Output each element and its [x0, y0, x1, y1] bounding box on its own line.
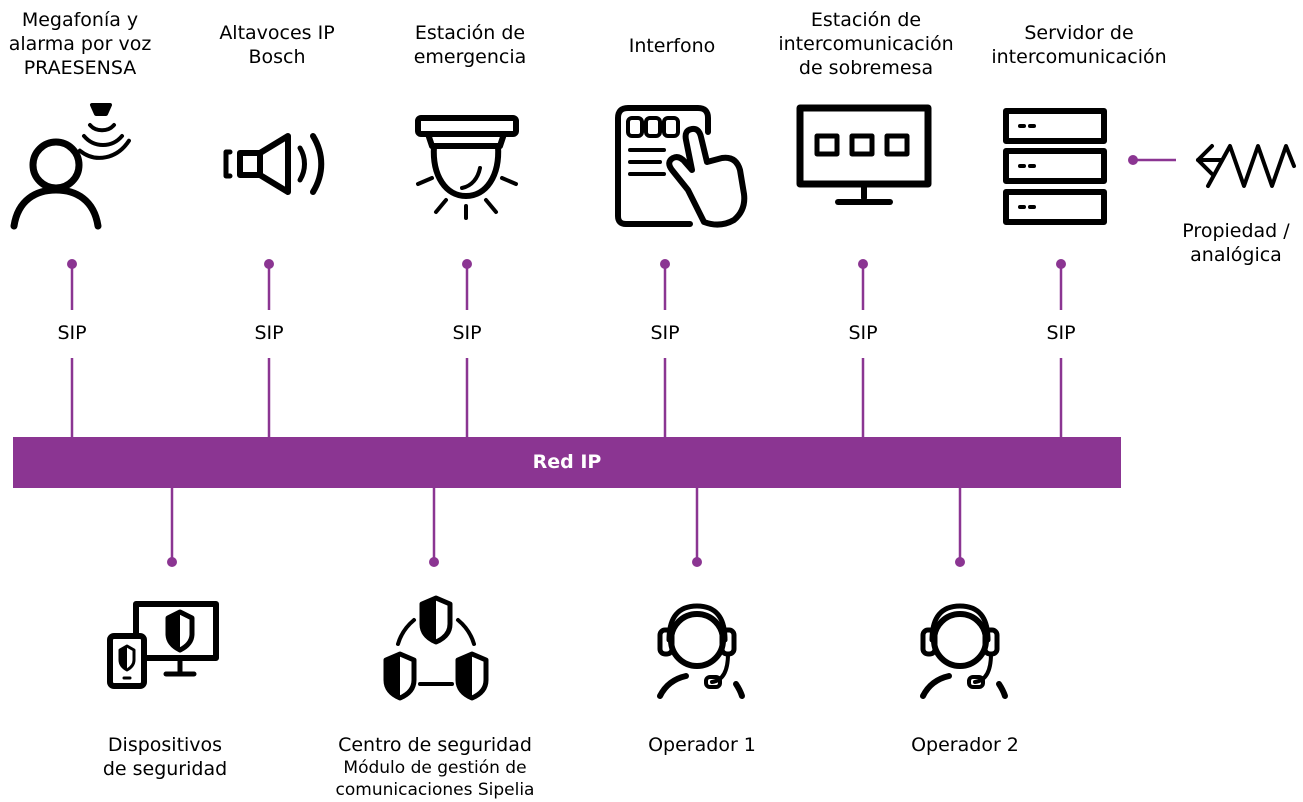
connector-top-3 [462, 259, 472, 437]
endpoint-label-line: Centro de seguridad [338, 734, 532, 756]
connector-bottom-4 [955, 488, 965, 567]
legacy-label: Propiedad / analógica [1182, 219, 1289, 267]
device-label-line: Estación de [810, 9, 922, 31]
device-label-intercom-server: Servidor de intercomunicación [991, 21, 1166, 69]
endpoint-label-operator-2: Operador 2 [911, 733, 1019, 757]
device-label-line: alarma por voz [8, 33, 152, 55]
device-label-praesensa: Megafonía y alarma por voz PRAESENSA [9, 8, 152, 80]
device-label-line: intercomunicación [778, 33, 954, 55]
ip-network-bar: Red IP [13, 437, 1121, 488]
connector-bottom-2 [429, 488, 439, 567]
endpoint-sublabel-line: Módulo de gestión de [343, 758, 527, 778]
connector-bottom-1 [167, 488, 177, 567]
device-label-line: Bosch [248, 46, 306, 68]
device-label-line: Servidor de [1024, 22, 1134, 44]
connector-top-5 [858, 259, 868, 437]
device-label-intercom: Interfono [629, 34, 716, 58]
endpoint-label-line: de seguridad [102, 758, 228, 780]
device-label-line: intercomunicación [991, 46, 1167, 68]
legacy-label-line: Propiedad / [1182, 220, 1290, 242]
endpoint-label-security-devices: Dispositivos de seguridad [103, 733, 227, 781]
endpoint-sublabel-line: comunicaciones Sipelia [335, 780, 535, 800]
sip-label: SIP [648, 322, 682, 344]
device-label-line: de sobremesa [798, 57, 934, 79]
connector-top-2 [264, 259, 274, 437]
device-label-line: Megafonía y [21, 9, 139, 31]
device-label-line: Estación de [414, 22, 526, 44]
connector-bottom-3 [692, 488, 702, 567]
sip-label: SIP [450, 322, 484, 344]
device-label-line: PRAESENSA [23, 57, 137, 79]
connector-top-1 [67, 259, 77, 437]
sip-label: SIP [846, 322, 880, 344]
legacy-label-line: analógica [1190, 244, 1282, 266]
endpoint-label-line: Dispositivos [107, 734, 223, 756]
device-label-ip-speakers: Altavoces IP Bosch [219, 21, 334, 69]
endpoint-label-operator-1: Operador 1 [648, 733, 756, 757]
connector-legacy [1128, 155, 1176, 165]
device-label-line: Interfono [628, 35, 716, 57]
device-label-line: emergencia [413, 46, 527, 68]
ip-network-label: Red IP [532, 451, 602, 473]
endpoint-label-security-center: Centro de seguridad Módulo de gestión de… [336, 733, 535, 801]
connector-top-4 [660, 259, 670, 437]
connector-top-6 [1056, 259, 1066, 437]
endpoint-label-line: Operador 1 [648, 734, 756, 756]
sip-label: SIP [55, 322, 89, 344]
device-label-line: Altavoces IP [219, 22, 335, 44]
device-label-emergency-station: Estación de emergencia [414, 21, 527, 69]
sip-label: SIP [1044, 322, 1078, 344]
endpoint-label-line: Operador 2 [911, 734, 1019, 756]
sip-label: SIP [252, 322, 286, 344]
device-label-desktop-station: Estación de intercomunicación de sobreme… [778, 8, 953, 80]
